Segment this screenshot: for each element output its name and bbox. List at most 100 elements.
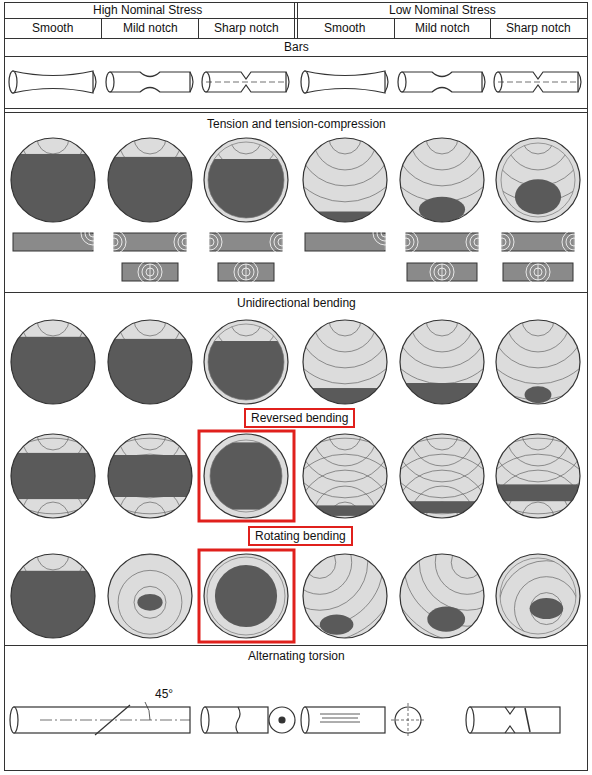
drawing-part <box>114 234 115 250</box>
bar-specimen <box>494 72 581 92</box>
drawing-part <box>204 159 288 222</box>
drawing-part <box>502 234 503 250</box>
drawing-part <box>496 138 580 222</box>
drawing-part <box>400 501 484 513</box>
drawing-part <box>108 554 192 638</box>
plate-specimen <box>305 221 397 251</box>
drawing-part <box>303 212 387 223</box>
drawing-part <box>400 554 484 638</box>
drawing-part <box>458 354 592 514</box>
drawing-part <box>11 337 95 404</box>
drawing-part <box>138 260 162 284</box>
drawing-part <box>400 138 484 222</box>
drawing-part <box>108 554 192 638</box>
drawing-part <box>496 434 580 518</box>
fracture-surface <box>467 529 592 689</box>
drawing-part <box>202 234 218 250</box>
plate-specimen <box>503 260 573 284</box>
drawing-part <box>303 138 387 222</box>
section-label: Reversed bending <box>251 411 348 425</box>
fracture-surface <box>166 240 326 404</box>
drawing-part <box>525 708 530 732</box>
drawing-part <box>400 434 484 518</box>
drawing-part <box>391 720 425 721</box>
drawing-part <box>246 264 247 280</box>
drawing-part <box>106 234 122 250</box>
drawing-part <box>490 230 514 254</box>
drawing-part <box>526 260 550 284</box>
drawing-part <box>198 230 222 254</box>
drawing-part <box>236 707 240 733</box>
drawing-part <box>118 570 182 634</box>
drawing-part <box>11 138 95 222</box>
drawing-part <box>108 434 192 518</box>
drawing-part <box>215 565 277 627</box>
section-label: Tension and tension-compression <box>204 117 389 131</box>
drawing-part <box>434 264 450 280</box>
drawing-part <box>503 263 573 281</box>
fracture-surface <box>265 240 425 404</box>
drawing-part <box>207 437 285 515</box>
drawing-part <box>201 707 209 733</box>
drawing-part <box>93 234 94 250</box>
drawing-part <box>470 707 560 733</box>
drawing-part <box>11 154 95 222</box>
drawing-part <box>270 230 294 254</box>
drawing-part <box>530 264 546 280</box>
drawing-part <box>505 707 515 733</box>
drawing-part <box>501 143 575 217</box>
drawing-part <box>301 707 309 733</box>
drawing-part <box>478 234 479 250</box>
drawing-part <box>206 556 287 637</box>
drawing-part <box>303 505 387 516</box>
drawing-part <box>108 157 192 222</box>
drawing-part <box>466 707 474 733</box>
drawing-part <box>320 614 354 634</box>
drawing-part <box>238 264 254 280</box>
drawing-part <box>102 230 126 254</box>
drawing-part <box>499 141 578 220</box>
plate-specimen <box>102 230 198 254</box>
drawing-part <box>400 383 484 404</box>
table-header: Low Nominal Stress <box>386 3 499 17</box>
highlight-frame <box>199 431 294 521</box>
drawing-part <box>122 263 178 281</box>
bar-specimen <box>9 71 96 93</box>
bar-specimen <box>398 72 485 92</box>
drawing-part <box>150 264 151 280</box>
drawing-part <box>406 233 478 251</box>
drawing-part <box>190 72 193 92</box>
drawing-part <box>204 320 288 404</box>
drawing-part <box>394 230 418 254</box>
table-header: Mild notch <box>412 21 473 35</box>
drawing-part <box>467 529 592 689</box>
drawing-part <box>303 388 387 404</box>
highlight-frame <box>199 550 294 642</box>
drawing-part <box>108 138 192 222</box>
drawing-part <box>205 707 268 733</box>
drawing-part <box>320 714 360 715</box>
drawing-part <box>274 234 290 250</box>
bar-specimen <box>202 72 289 92</box>
drawing-part <box>204 434 288 518</box>
drawing-part <box>574 234 575 250</box>
drawing-part <box>406 234 407 250</box>
fracture-surface <box>458 240 592 404</box>
drawing-part <box>206 82 286 83</box>
drawing-part <box>108 455 192 497</box>
fracture-surface <box>204 554 288 638</box>
drawing-part <box>86 538 214 666</box>
drawing-part <box>204 554 288 638</box>
drawing-part <box>467 529 592 689</box>
drawing-part <box>398 72 406 92</box>
drawing-part <box>303 138 387 222</box>
drawing-part <box>137 594 162 611</box>
drawing-part <box>166 240 326 404</box>
drawing-part <box>498 82 578 83</box>
drawing-part <box>204 320 288 404</box>
fracture-surface <box>362 58 522 222</box>
drawing-part <box>206 322 286 402</box>
fracture-surface <box>362 240 522 404</box>
drawing-part <box>108 434 192 518</box>
drawing-part <box>398 234 414 250</box>
